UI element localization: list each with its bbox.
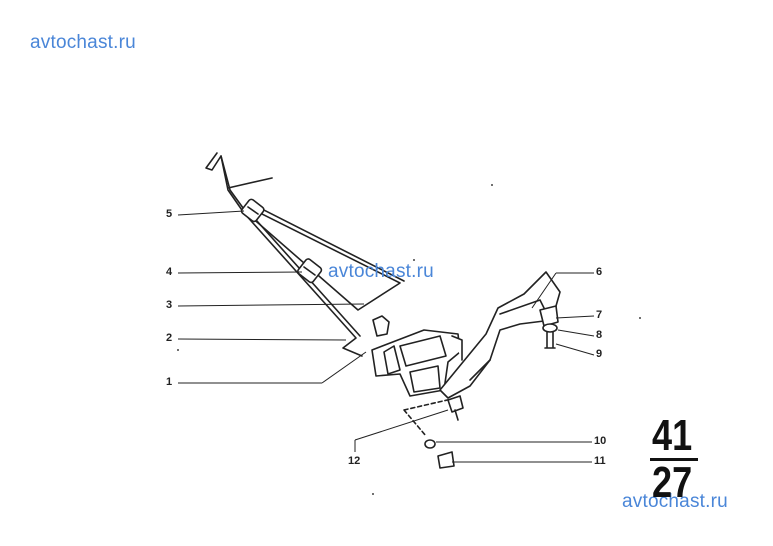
callout-2: 2 <box>166 332 173 344</box>
bushing-lower <box>296 258 323 284</box>
leader-lines <box>177 210 595 463</box>
watermark-bottom: avtochast.ru <box>622 491 728 512</box>
callout-11: 11 <box>594 455 606 467</box>
page-code-top: 41 <box>652 411 693 460</box>
callout-8: 8 <box>596 329 603 341</box>
lower-fasteners <box>403 395 464 469</box>
callout-9: 9 <box>596 348 603 360</box>
callout-3: 3 <box>166 299 173 311</box>
specks <box>177 184 641 495</box>
callout-4: 4 <box>166 266 173 278</box>
bushing-upper <box>240 198 265 223</box>
callout-10: 10 <box>594 435 607 447</box>
callout-6: 6 <box>596 266 603 278</box>
watermark-middle: avtochast.ru <box>328 261 434 282</box>
callout-7: 7 <box>596 309 603 321</box>
page-code-divider <box>650 458 698 461</box>
mounting-bracket <box>371 315 463 397</box>
callout-1: 1 <box>166 376 173 388</box>
pedal-pad <box>539 305 559 349</box>
page-code-bottom: 27 <box>652 458 693 507</box>
callout-5: 5 <box>166 208 173 220</box>
callout-12: 12 <box>348 455 361 467</box>
watermark-top: avtochast.ru <box>30 32 136 53</box>
